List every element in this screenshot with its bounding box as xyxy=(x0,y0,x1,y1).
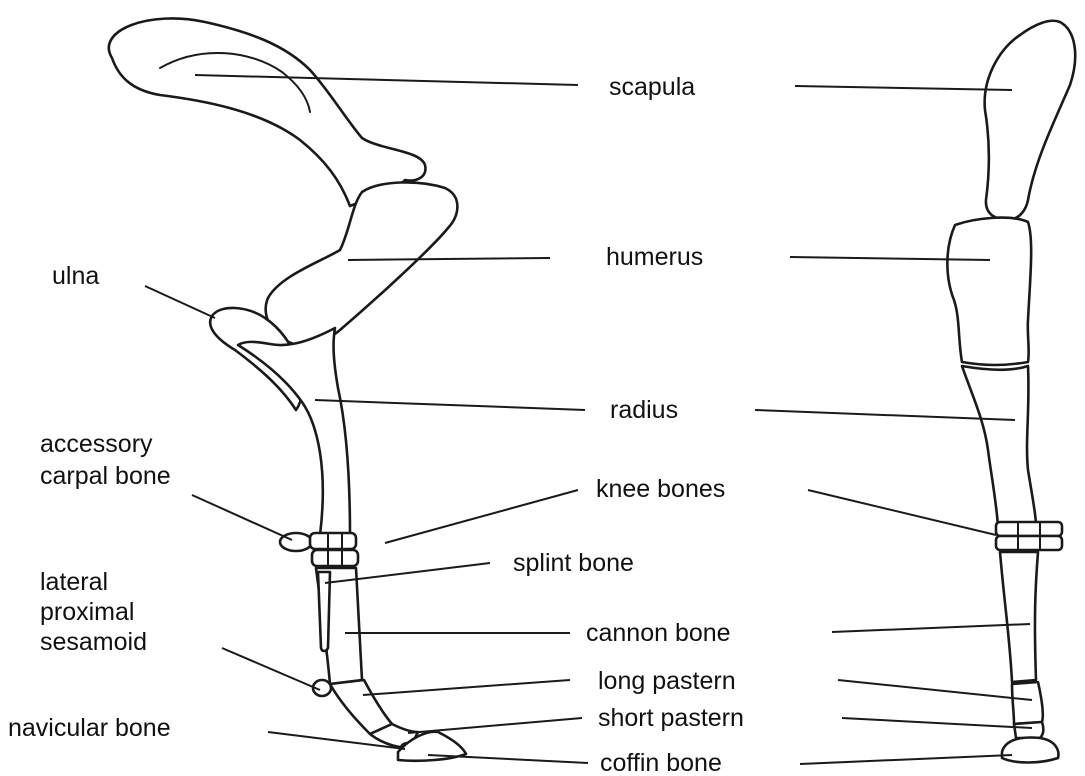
label-accessory-carpal-line2: carpal bone xyxy=(40,462,171,490)
leader-long-pastern-left xyxy=(363,680,570,695)
label-lateral-sesamoid-line1: lateral xyxy=(40,568,108,596)
short-pastern-front xyxy=(1014,722,1043,738)
label-cannon-bone: cannon bone xyxy=(586,619,731,647)
leader-radius-right xyxy=(755,410,1015,420)
label-coffin-bone: coffin bone xyxy=(600,749,722,776)
radius-front xyxy=(962,366,1036,526)
long-pastern-front xyxy=(1012,682,1043,724)
label-long-pastern: long pastern xyxy=(598,667,736,695)
scapula-lateral xyxy=(109,18,426,206)
cannon-bone-front xyxy=(1000,552,1038,682)
leader-scapula-right xyxy=(795,86,1012,90)
label-accessory-carpal-line1: accessory xyxy=(40,430,153,458)
splint-bone-lateral xyxy=(318,572,330,651)
front-view xyxy=(947,21,1075,763)
leader-short-pastern-left xyxy=(408,718,582,733)
label-navicular-bone: navicular bone xyxy=(8,714,171,742)
long-pastern-lateral xyxy=(330,680,392,734)
leader-coffin-right xyxy=(800,755,1012,764)
leader-ulna xyxy=(145,286,215,318)
leader-long-pastern-right xyxy=(838,680,1032,700)
carpal-knee-bones-lateral xyxy=(310,533,358,566)
label-radius: radius xyxy=(610,396,678,424)
leader-sesamoid xyxy=(222,648,320,690)
leader-radius-left xyxy=(315,400,585,410)
label-lateral-sesamoid-line2: proximal xyxy=(40,598,134,626)
coffin-bone-front xyxy=(1002,738,1058,763)
leader-short-pastern-right xyxy=(842,718,1032,728)
label-lateral-sesamoid-line3: sesamoid xyxy=(40,628,147,656)
leader-cannon-right xyxy=(832,624,1030,632)
label-ulna: ulna xyxy=(52,262,99,290)
label-scapula: scapula xyxy=(609,73,695,101)
lateral-view xyxy=(109,18,466,760)
leader-accessory-carpal xyxy=(192,495,292,540)
label-short-pastern: short pastern xyxy=(598,704,744,732)
label-humerus: humerus xyxy=(606,243,703,271)
carpal-knee-bones-front xyxy=(996,522,1062,550)
label-splint-bone: splint bone xyxy=(513,549,634,577)
humerus-lateral xyxy=(266,182,458,345)
scapula-front xyxy=(985,21,1076,220)
leader-knee-right xyxy=(808,490,996,535)
humerus-front xyxy=(947,218,1031,365)
label-knee-bones: knee bones xyxy=(596,475,725,503)
leader-knee-left xyxy=(385,490,578,543)
leader-lines xyxy=(145,75,1032,764)
